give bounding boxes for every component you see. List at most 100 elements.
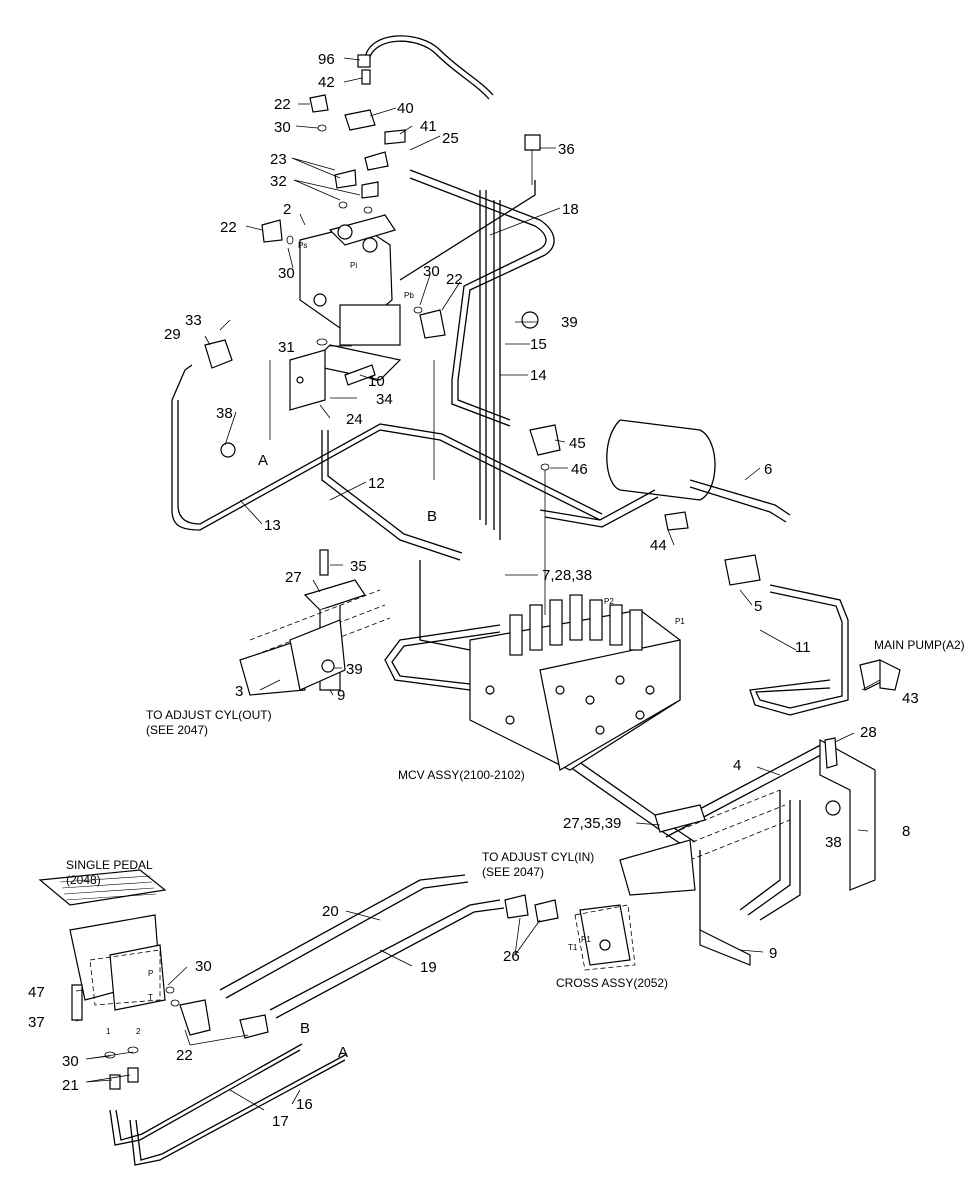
label-10: 10 [368,373,385,390]
main-pump-flange [859,659,901,691]
label-4: 4 [733,757,741,774]
clamp-assembly-upper [239,579,391,696]
port-labels: Ps Pi Pb P2 P1 P1 T1 P T 1 2 [106,241,685,1036]
label-42: 42 [318,74,335,91]
fittings [71,54,841,1090]
label-15: 15 [530,336,547,353]
label-38-b: 38 [825,834,842,851]
single-pedal [38,869,167,1011]
label-9-b: 9 [769,945,777,962]
label-40: 40 [397,100,414,117]
port-t-pedal: T [148,993,153,1002]
label-22-c: 22 [446,271,463,288]
label-30-c: 30 [423,263,440,280]
label-32: 32 [270,173,287,190]
label-main-pump: MAIN PUMP(A2) [874,638,965,652]
label-adjust-out-1: TO ADJUST CYL(OUT) [146,708,272,722]
label-33: 33 [185,312,202,329]
port-t1: T1 [568,943,578,952]
label-25: 25 [442,130,459,147]
port-p1-mcv: P1 [675,617,685,626]
label-7-28-38: 7,28,38 [542,567,592,584]
label-a-upper: A [258,452,268,469]
label-adjust-in-1: TO ADJUST CYL(IN) [482,850,594,864]
label-41: 41 [420,118,437,135]
label-20: 20 [322,903,339,920]
label-cross-assy: CROSS ASSY(2052) [556,976,668,990]
port-ps: Ps [298,241,307,250]
bracket-8 [819,738,876,891]
label-28: 28 [860,724,877,741]
port-pb: Pb [404,291,414,300]
bracket-9-lower [699,929,751,966]
pipe-routes [109,35,849,1166]
mcv-assembly [469,594,681,771]
label-34: 34 [376,391,393,408]
label-2: 2 [283,201,291,218]
pilot-valve-2 [299,214,401,346]
label-46: 46 [571,461,588,478]
label-17: 17 [272,1113,289,1130]
label-30-b: 30 [278,265,295,282]
clamp-assembly-lower [619,789,791,896]
label-22-a: 22 [274,96,291,113]
label-13: 13 [264,517,281,534]
cross-assembly [574,904,636,971]
leader-lines [75,57,881,1111]
label-b-lower: B [300,1020,310,1037]
port-p1-cross: P1 [581,935,591,944]
label-19: 19 [420,959,437,976]
label-23: 23 [270,151,287,168]
label-22-b: 22 [220,219,237,236]
label-single-pedal: SINGLE PEDAL [66,858,153,872]
label-5: 5 [754,598,762,615]
label-11: 11 [795,639,811,656]
port-pi: Pi [350,261,357,270]
label-mcv-assy: MCV ASSY(2100-2102) [398,768,525,782]
label-14: 14 [530,367,547,384]
label-39-a: 39 [561,314,578,331]
label-adjust-out-2: (SEE 2047) [146,723,208,737]
label-21: 21 [62,1077,79,1094]
port-p2: P2 [604,597,614,606]
label-29: 29 [164,326,181,343]
label-pedal-ref: (2048) [66,873,101,887]
label-30-d: 30 [195,958,212,975]
label-27-35-39: 27,35,39 [563,815,621,832]
label-35-a: 35 [350,558,367,575]
label-6: 6 [764,461,772,478]
label-37: 37 [28,1014,45,1031]
label-43: 43 [902,690,919,707]
label-96: 96 [318,51,335,68]
label-36: 36 [558,141,575,158]
port-p-pedal: P [148,969,153,978]
label-12: 12 [368,475,385,492]
label-adjust-in-2: (SEE 2047) [482,865,544,879]
label-31: 31 [278,339,295,356]
port-2: 2 [136,1027,141,1036]
label-b-upper: B [427,508,437,525]
label-22-d: 22 [176,1047,193,1064]
label-39-b: 39 [346,661,363,678]
label-16: 16 [296,1096,313,1113]
label-8: 8 [902,823,910,840]
part-number-labels: 96 42 22 40 30 41 25 36 23 32 18 2 22 30… [28,51,965,1130]
label-30-e: 30 [62,1053,79,1070]
label-27-a: 27 [285,569,302,586]
port-1: 1 [106,1027,111,1036]
label-26: 26 [503,948,520,965]
label-47: 47 [28,984,45,1001]
label-45: 45 [569,435,586,452]
label-9-a: 9 [337,687,345,704]
label-a-lower: A [338,1044,348,1061]
bracket-24 [289,349,326,411]
label-24: 24 [346,411,363,428]
label-30-a: 30 [274,119,291,136]
label-44: 44 [650,537,667,554]
label-18: 18 [562,201,579,218]
label-38-a: 38 [216,405,233,422]
label-3: 3 [235,683,243,700]
flange-29 [204,339,233,369]
